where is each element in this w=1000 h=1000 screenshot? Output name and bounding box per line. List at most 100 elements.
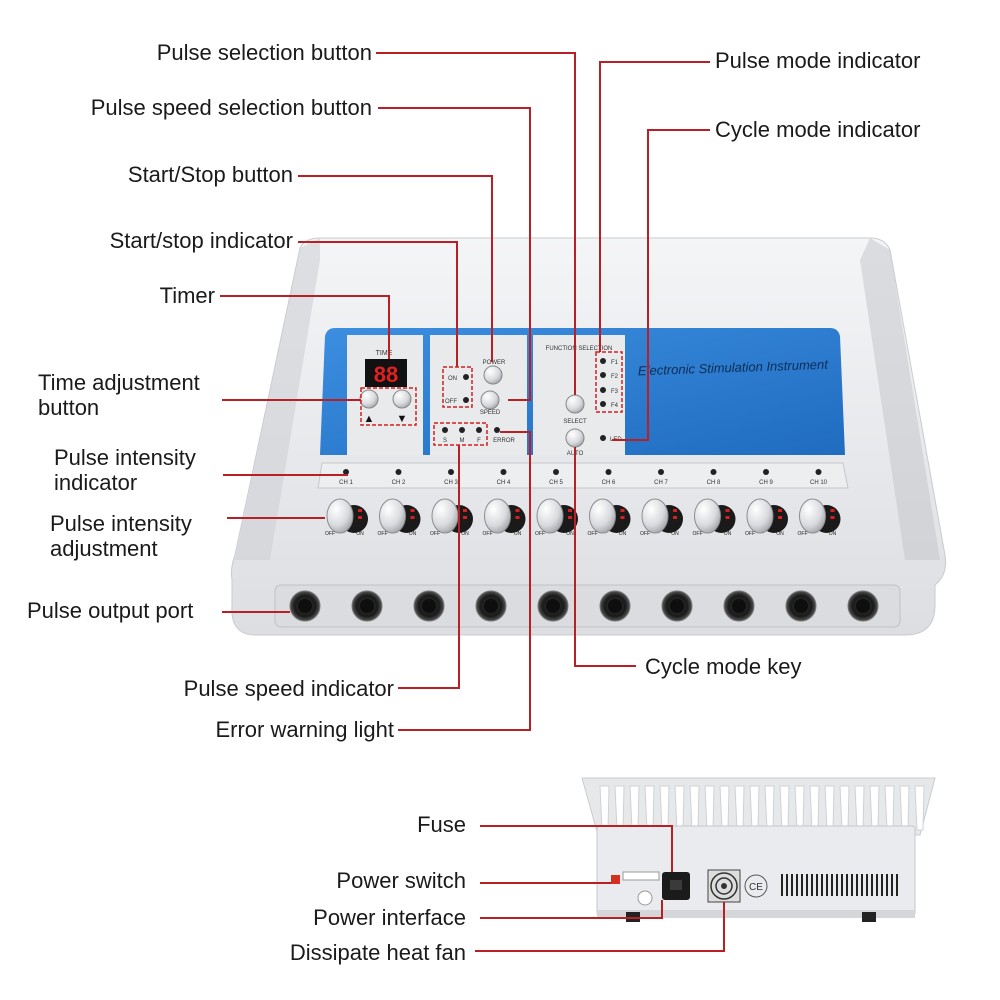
speed-button[interactable] [481,391,499,409]
intensity-knob[interactable] [485,499,511,533]
label-cycle-mode-indicator: Cycle mode indicator [715,117,920,142]
knob-on-label: ON [619,531,627,537]
intensity-knob[interactable] [642,499,668,533]
channel-label: CH 3 [444,480,458,486]
label-power-switch: Power switch [336,868,466,893]
channel-label: CH 1 [339,480,353,486]
intensity-knob[interactable] [327,499,353,533]
knob-on-label: ON [724,531,732,537]
time-title: TIME [376,350,393,357]
time-up-button[interactable] [360,390,378,408]
down-arrow-icon: ▼ [397,413,408,425]
on-label: ON [448,376,457,382]
label-pulse-intensity-adjustment-line1: Pulse intensity [50,511,192,536]
intensity-knob[interactable] [800,499,826,533]
select-button[interactable] [566,395,584,413]
knob-on-label: ON [514,531,522,537]
intensity-knob[interactable] [537,499,563,533]
timer-digits: 88 [374,362,398,387]
channel-label: CH 2 [392,480,406,486]
intensity-knob[interactable] [747,499,773,533]
power-button[interactable] [484,366,502,384]
intensity-knob[interactable] [695,499,721,533]
channel-indicator [553,469,559,475]
off-label: OFF [445,399,457,405]
label-time-adjustment-button: Time adjustment button [38,370,200,420]
error-label: ERROR [493,438,515,444]
label-error-warning-light: Error warning light [215,717,394,742]
knob-off-label: OFF [640,531,650,537]
channel-indicator [501,469,507,475]
channel-indicator [658,469,664,475]
fuse-holder [638,891,652,905]
label-time-adjustment-line2: button [38,395,200,420]
label-fuse: Fuse [417,812,466,837]
ce-mark: CE [749,882,763,893]
label-start-stop-button: Start/Stop button [128,162,293,187]
channel-label: CH 5 [549,480,563,486]
channel-indicator [763,469,769,475]
channel-label: CH 9 [759,480,773,486]
channel-indicator [343,469,349,475]
knob-on-label: ON [566,531,574,537]
label-pulse-intensity-adjustment-line2: adjustment [50,536,192,561]
speed-f-label: F [477,438,481,444]
intensity-knob[interactable] [432,499,458,533]
off-indicator [463,397,469,403]
knob-on-label: ON [461,531,469,537]
channel-label: CH 4 [497,480,511,486]
knob-off-label: OFF [535,531,545,537]
knob-off-label: OFF [325,531,335,537]
knob-off-label: OFF [588,531,598,537]
knob-off-label: OFF [745,531,755,537]
label-start-stop-indicator: Start/stop indicator [110,228,293,253]
function-selection-label: FUNCTION SELECTION [546,346,613,352]
f3-label: F3 [611,389,619,395]
knob-off-label: OFF [378,531,388,537]
label-dissipate-heat-fan: Dissipate heat fan [290,940,466,965]
led-indicator [600,435,606,441]
power-switch[interactable] [611,875,620,884]
label-pulse-intensity-indicator-line1: Pulse intensity [54,445,196,470]
knob-off-label: OFF [693,531,703,537]
label-pulse-selection-button: Pulse selection button [157,40,372,65]
channel-label: CH 7 [654,480,668,486]
auto-label: AUTO [567,451,584,457]
knob-on-label: ON [671,531,679,537]
channel-indicator [816,469,822,475]
knob-off-label: OFF [798,531,808,537]
label-pulse-speed-selection-button: Pulse speed selection button [91,95,372,120]
label-pulse-output-port: Pulse output port [27,598,193,623]
back-unit: CE [582,778,935,922]
label-pulse-mode-indicator: Pulse mode indicator [715,48,920,73]
f4-label: F4 [611,403,619,409]
label-power-interface: Power interface [313,905,466,930]
channel-label: CH 6 [602,480,616,486]
speed-label: SPEED [480,410,501,416]
label-pulse-intensity-adjustment: Pulse intensity adjustment [50,511,192,561]
channel-label: CH 10 [810,480,828,486]
knob-on-label: ON [409,531,417,537]
power-label: POWER [483,360,506,366]
speed-s-label: S [443,438,447,444]
f1-label: F1 [611,360,619,366]
intensity-knob[interactable] [380,499,406,533]
select-label: SELECT [563,419,587,425]
intensity-knob[interactable] [590,499,616,533]
led-label: LED [610,437,622,443]
channel-indicator [448,469,454,475]
channel-indicator [606,469,612,475]
label-time-adjustment-line1: Time adjustment [38,370,200,395]
channel-label: CH 8 [707,480,721,486]
label-pulse-intensity-indicator-line2: indicator [54,470,196,495]
auto-button[interactable] [566,429,584,447]
on-indicator [463,374,469,380]
speed-m-label: M [460,438,465,444]
time-down-button[interactable] [393,390,411,408]
label-timer: Timer [160,283,215,308]
knob-on-label: ON [829,531,837,537]
knob-on-label: ON [776,531,784,537]
label-pulse-speed-indicator: Pulse speed indicator [184,676,394,701]
knob-off-label: OFF [483,531,493,537]
